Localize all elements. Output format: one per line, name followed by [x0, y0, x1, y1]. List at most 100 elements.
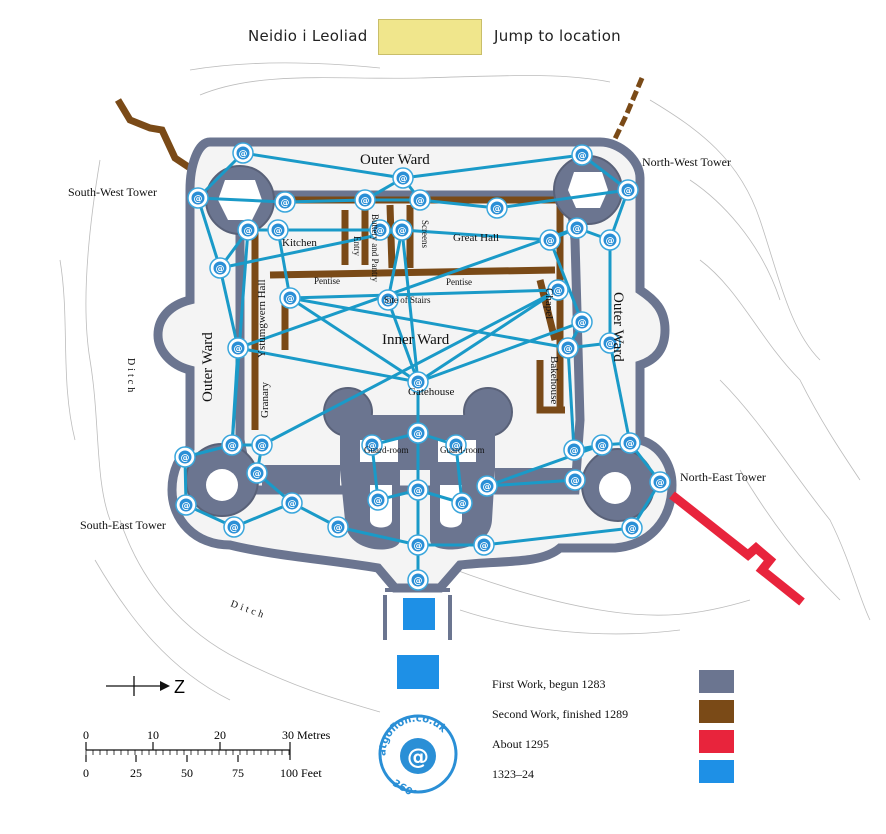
- panorama-hotspot-icon[interactable]: @: [327, 516, 349, 538]
- panorama-hotspot-icon[interactable]: @: [407, 479, 429, 501]
- svg-text:@: @: [407, 745, 429, 770]
- route-segment: [566, 347, 576, 451]
- metre-tick-label: 10: [147, 728, 159, 742]
- panorama-hotspot-icon[interactable]: @: [571, 311, 593, 333]
- panorama-hotspot-icon[interactable]: @: [451, 492, 473, 514]
- panorama-hotspot-icon[interactable]: @: [649, 471, 671, 493]
- panorama-hotspot-icon[interactable]: @: [237, 219, 259, 241]
- legend-label: 1323–24: [492, 767, 534, 781]
- panorama-hotspot-icon[interactable]: @: [617, 179, 639, 201]
- svg-text:@: @: [624, 187, 633, 197]
- svg-text:@: @: [546, 237, 555, 247]
- label-pentise-left: Pentise: [314, 276, 340, 286]
- panorama-hotspot-icon[interactable]: @: [174, 446, 196, 468]
- feet-tick-label: 50: [181, 766, 193, 780]
- panorama-hotspot-icon[interactable]: @: [407, 371, 429, 393]
- route-segment: [276, 229, 292, 299]
- label-buttery: Buttery and Pantry: [370, 214, 380, 282]
- panorama-hotspot-icon[interactable]: @: [377, 289, 399, 311]
- panorama-hotspot-icon[interactable]: @: [619, 432, 641, 454]
- panorama-hotspot-icon[interactable]: @: [367, 489, 389, 511]
- atgofion-logo[interactable]: @ atgofion.co.uk 360°: [377, 713, 458, 801]
- svg-text:@: @: [606, 340, 615, 350]
- panorama-hotspot-icon[interactable]: @: [251, 434, 273, 456]
- svg-text:@: @: [570, 447, 579, 457]
- svg-text:@: @: [288, 500, 297, 510]
- svg-text:@: @: [414, 577, 423, 587]
- panorama-hotspot-icon[interactable]: @: [547, 279, 569, 301]
- svg-text:@: @: [361, 197, 370, 207]
- label-south-west-tower: South-West Tower: [68, 185, 157, 199]
- panorama-hotspot-icon[interactable]: @: [591, 434, 613, 456]
- panorama-hotspot-icon[interactable]: @: [354, 189, 376, 211]
- svg-text:@: @: [181, 454, 190, 464]
- panorama-hotspot-icon[interactable]: @: [369, 219, 391, 241]
- panorama-hotspot-icon[interactable]: @: [599, 332, 621, 354]
- jump-to-location-button[interactable]: Jump to location: [494, 27, 621, 45]
- panorama-hotspot-icon[interactable]: @: [187, 187, 209, 209]
- panorama-hotspot-icon[interactable]: @: [571, 144, 593, 166]
- panorama-hotspot-icon[interactable]: @: [391, 219, 413, 241]
- svg-text:@: @: [493, 205, 502, 215]
- feet-label: 100 Feet: [280, 766, 322, 780]
- feet-tick-label: 0: [83, 766, 89, 780]
- panorama-hotspot-icon[interactable]: @: [563, 439, 585, 461]
- north-west-stair: [609, 77, 645, 147]
- svg-text:@: @: [216, 265, 225, 275]
- svg-text:@: @: [398, 227, 407, 237]
- panorama-hotspot-icon[interactable]: @: [209, 257, 231, 279]
- label-ditch-left: Ditch: [125, 358, 136, 395]
- panorama-hotspot-icon[interactable]: @: [227, 337, 249, 359]
- label-great-hall: Great Hall: [453, 232, 499, 244]
- panorama-hotspot-icon[interactable]: @: [599, 229, 621, 251]
- panorama-hotspot-icon[interactable]: @: [476, 475, 498, 497]
- svg-text:@: @: [554, 287, 563, 297]
- svg-text:@: @: [452, 442, 461, 452]
- compass-letter: Z: [174, 677, 185, 697]
- route-segment: [486, 478, 576, 488]
- panorama-hotspot-icon[interactable]: @: [539, 229, 561, 251]
- route-segment: [386, 229, 404, 301]
- label-outer-ward-left: Outer Ward: [200, 332, 216, 402]
- panorama-hotspot-icon[interactable]: @: [281, 492, 303, 514]
- panorama-hotspot-icon[interactable]: @: [267, 219, 289, 241]
- panorama-hotspot-icon[interactable]: @: [361, 434, 383, 456]
- panorama-hotspot-icon[interactable]: @: [445, 434, 467, 456]
- svg-text:@: @: [239, 150, 248, 160]
- panorama-hotspot-icon[interactable]: @: [279, 287, 301, 309]
- svg-text:@: @: [414, 487, 423, 497]
- panorama-hotspot-icon[interactable]: @: [407, 569, 429, 591]
- route-segment: [242, 151, 404, 180]
- north-east-stair: [669, 491, 805, 606]
- panorama-hotspot-icon[interactable]: @: [621, 517, 643, 539]
- panorama-hotspot-icon[interactable]: @: [557, 337, 579, 359]
- panorama-hotspot-icon[interactable]: @: [473, 534, 495, 556]
- panorama-hotspot-icon[interactable]: @: [409, 189, 431, 211]
- panorama-hotspot-icon[interactable]: @: [246, 462, 268, 484]
- feet-tick-label: 25: [130, 766, 142, 780]
- panorama-hotspot-icon[interactable]: @: [392, 167, 414, 189]
- panorama-hotspot-icon[interactable]: @: [486, 197, 508, 219]
- jump-location-input[interactable]: [378, 19, 482, 55]
- panorama-hotspot-icon[interactable]: @: [566, 217, 588, 239]
- route-segment: [197, 196, 286, 204]
- panorama-hotspot-icon[interactable]: @: [175, 494, 197, 516]
- panorama-hotspot-icon[interactable]: @: [274, 191, 296, 213]
- route-segment: [284, 198, 366, 204]
- metre-tick-label: 0: [83, 728, 89, 742]
- route-segment: [496, 188, 629, 210]
- top-bar: Neidio i Leoliad Jump to location: [0, 0, 886, 70]
- logo-at-icon: [400, 738, 436, 774]
- panorama-hotspot-icon[interactable]: @: [223, 516, 245, 538]
- svg-text:@: @: [399, 175, 408, 185]
- panorama-hotspot-icon[interactable]: @: [407, 422, 429, 444]
- panorama-hotspot-icon[interactable]: @: [221, 434, 243, 456]
- panorama-hotspot-icon[interactable]: @: [232, 142, 254, 164]
- panorama-hotspot-icon[interactable]: @: [407, 534, 429, 556]
- route-segment: [289, 288, 559, 300]
- svg-text:@: @: [234, 345, 243, 355]
- panorama-hotspot-icon[interactable]: @: [564, 469, 586, 491]
- svg-text:@: @: [182, 502, 191, 512]
- svg-text:@: @: [368, 442, 377, 452]
